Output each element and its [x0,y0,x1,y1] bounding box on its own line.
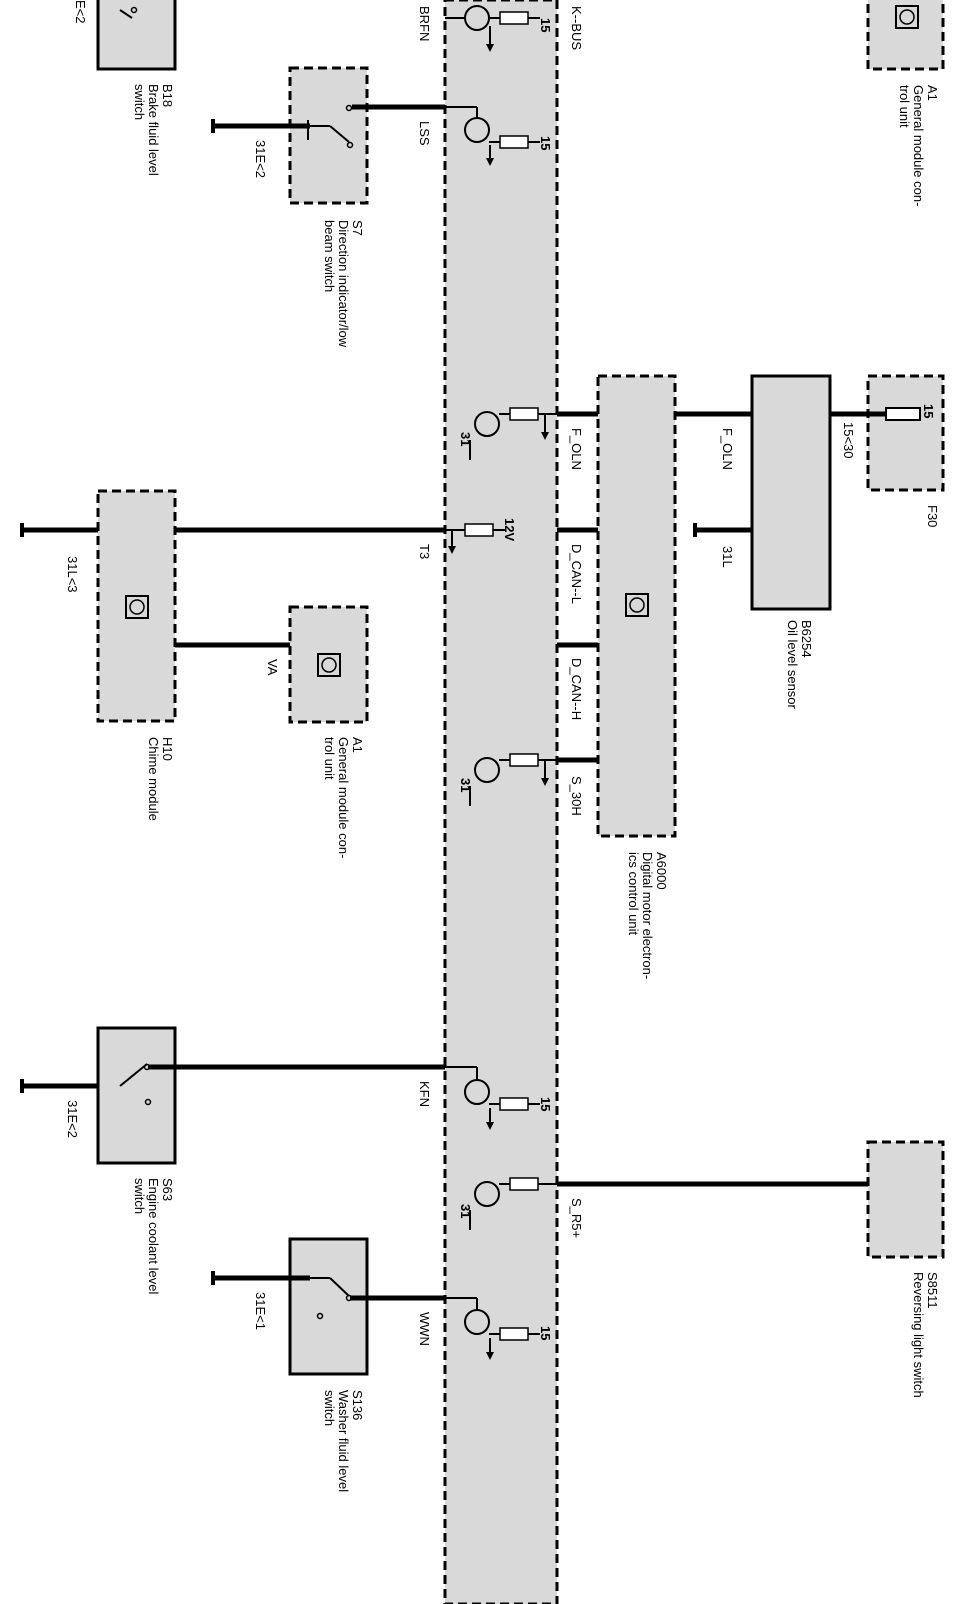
b18-box [96,0,177,71]
h10-id: H10 [160,737,175,761]
f30-id: F30 [925,505,940,527]
a1-top-name: General module con- [911,85,926,206]
s7-box [288,66,369,205]
s63-id: S63 [160,1178,175,1201]
s63-name: Engine coolant level [146,1178,161,1294]
t-15-d-label: 15 [538,1326,553,1340]
resistor-stage-4 [445,523,505,554]
a1-mid-box [288,605,369,724]
s8511-box [866,1140,945,1259]
a6000-chip-icon [625,593,649,617]
s136-name2: switch [322,1390,337,1426]
instrument-cluster-band [443,0,559,1604]
transistor-stage-2 [445,106,540,166]
s-30h-label: S_30H [569,776,584,816]
s63-box [96,1026,177,1165]
transistor-stage-1 [445,5,540,52]
t3-label: T3 [417,544,432,559]
s136-switch-icon [310,1277,353,1320]
s7-name: Direction indicator/low [336,220,351,348]
b18-name2: switch [132,84,147,120]
va-label: VA [265,659,280,676]
s136-id: S136 [350,1390,365,1420]
transistor-stage-8 [445,1297,540,1360]
kbus-label: K--BUS [569,6,584,50]
d-can-l-label: D_CAN--L [569,544,584,604]
s136-name: Washer fluid level [336,1390,351,1492]
t-31-c-label: 31 [458,1204,473,1218]
s7-name2: beam switch [322,220,337,292]
t-12v-label: 12V [502,518,517,541]
a1-mid-name2: trol unit [322,737,337,780]
h10-name: Chime module [146,737,161,821]
f-oln-left-label: F_OLN [569,428,584,470]
f30-pin-15: 15 [921,404,936,418]
b18-name: Brake fluid level [146,84,161,176]
fuse-icon [885,407,921,421]
b6254-box [750,374,832,611]
lss-label: LSS [417,121,432,146]
f-oln-right-label: F_OLN [720,428,735,470]
kfn-label: KFN [417,1081,432,1107]
h10-chip-icon [125,595,149,619]
ground-31e1-label: 31E<1 [253,1292,268,1330]
transistor-stage-7 [469,1177,557,1230]
t-15-c-label: 15 [538,1097,553,1111]
ground-31l-label: 31L [720,546,735,568]
a1-top-id: A1 [925,85,940,101]
ground-31e2-s7-label: 31E<2 [253,140,268,178]
a1-mid-chip-icon [317,653,341,677]
b6254-name: Oil level sensor [785,620,800,710]
ground-e2-top-label: E<2 [73,0,88,24]
ground-31l3-label: 31L<3 [65,556,80,593]
a6000-name: Digital motor electron- [640,852,655,979]
brfn-label: BRFN [417,6,432,41]
t-31-b-label: 31 [458,778,473,792]
s7-switch-icon [307,104,354,149]
transistor-stage-6 [445,1066,540,1130]
s63-name2: switch [132,1178,147,1214]
a6000-id: A6000 [654,852,669,890]
transistor-stage-3 [469,407,557,460]
s-r5-label: S_R5+ [569,1198,584,1238]
a6000-name2: ics control unit [626,852,641,935]
h10-box [96,489,177,723]
s8511-id: S8511 [925,1272,940,1309]
transistor-stage-5 [469,753,557,806]
a1-top-box [866,0,945,71]
a6000-box [596,374,677,838]
b6254-id: B6254 [799,620,814,658]
f30-box [866,374,945,492]
a1-top-name2: trol unit [897,85,912,128]
s136-box [288,1237,369,1376]
s8511-name: Reversing light switch [911,1272,926,1398]
b18-id: B18 [160,84,175,107]
t-15-a-label: 15 [538,18,553,32]
s7-id: S7 [350,220,365,236]
wwn-label: WWN [417,1312,432,1346]
d-can-h-label: D_CAN--H [569,658,584,720]
b18-switch-icon [119,6,138,19]
a1-mid-id: A1 [350,737,365,753]
a1-mid-name: General module con- [336,737,351,858]
t-31-a-label: 31 [458,432,473,446]
fuse-1530-label: 15<30 [841,422,856,459]
ground-31e2-s63-label: 31E<2 [65,1100,80,1138]
t-15-b-label: 15 [538,136,553,150]
a1-top-chip-icon [895,5,919,29]
